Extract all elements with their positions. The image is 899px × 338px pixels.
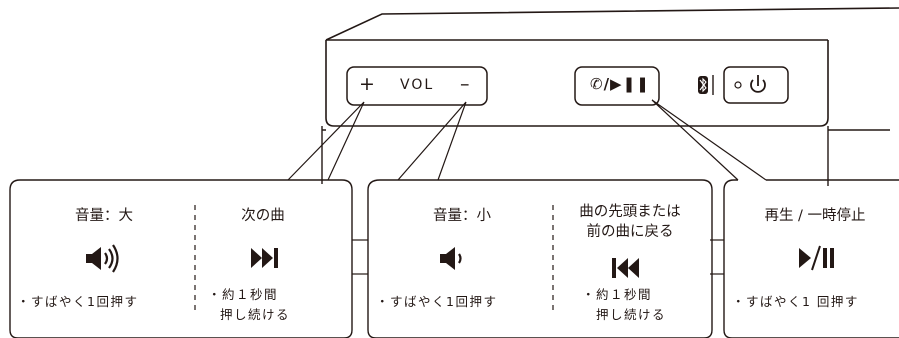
previous-track-note-2: 押し続ける xyxy=(596,307,667,322)
next-track-note-1: ・約１秒間 xyxy=(208,287,279,302)
play-pause-button: ✆/▶❚❚ xyxy=(590,75,650,93)
speaker-top-surface xyxy=(325,7,899,41)
speaker-front-panel xyxy=(325,40,829,127)
previous-track-title-2: 前の曲に戻る xyxy=(586,224,674,240)
previous-track-title-1: 曲の先頭または xyxy=(579,204,681,220)
indicator-led xyxy=(734,81,742,89)
vol-plus-button: + xyxy=(359,73,375,95)
leader-line-vol-plus xyxy=(287,101,365,181)
play-pause-icon xyxy=(799,245,834,271)
callout-box-3 xyxy=(723,179,899,338)
next-track-icon xyxy=(251,248,278,268)
volume-down-icon xyxy=(440,247,462,270)
vol-minus-button: – xyxy=(460,73,470,95)
previous-track-icon xyxy=(612,258,639,278)
power-icon xyxy=(750,75,766,93)
volume-down-title: 音量：小 xyxy=(433,208,491,224)
speaker-body xyxy=(321,126,890,186)
next-track-note-2: 押し続ける xyxy=(220,307,291,322)
leader-line-play-pause xyxy=(651,99,767,181)
power-button-frame xyxy=(723,66,789,104)
callout-box-2 xyxy=(367,179,713,338)
vol-button-frame xyxy=(346,66,488,106)
callout-box-1 xyxy=(9,179,353,338)
next-track-title: 次の曲 xyxy=(241,208,285,224)
bluetooth-icon xyxy=(698,75,714,95)
play-pause-note: ・すばやく1 回押す xyxy=(732,294,859,309)
volume-up-icon xyxy=(86,244,119,273)
previous-track-note-1: ・約１秒間 xyxy=(582,287,653,302)
leader-line-vol-minus xyxy=(397,101,467,181)
vol-label: VOL xyxy=(400,77,435,93)
play-pause-title: 再生 / 一時停止 xyxy=(764,208,866,224)
volume-down-note: ・すばやく1回押す xyxy=(376,294,498,309)
volume-up-title: 音量：大 xyxy=(75,208,133,224)
volume-up-note: ・すばやく1回押す xyxy=(17,294,139,309)
play-pause-button-frame xyxy=(574,66,660,106)
